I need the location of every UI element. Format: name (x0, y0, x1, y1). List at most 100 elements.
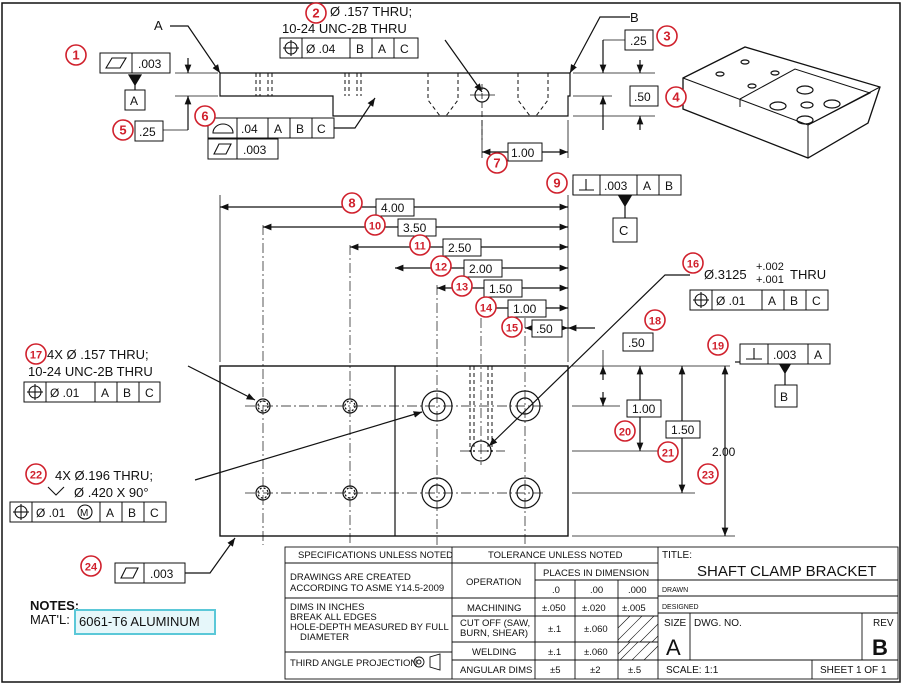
callout-16-tol: Ø .01 (716, 294, 746, 308)
sheet-label: SHEET 1 OF 1 (820, 665, 887, 676)
callout-9-ref-1: A (643, 179, 651, 193)
balloon-number: 22 (30, 470, 42, 482)
dim-13-value: 1.50 (489, 282, 513, 296)
dim-8-value: 4.00 (381, 201, 405, 215)
balloon-number: 12 (435, 262, 447, 274)
balloon-17 (25, 343, 47, 365)
callout-9-tol: .003 (604, 179, 628, 193)
top-view-profile (219, 72, 571, 140)
rev-value: B (872, 635, 888, 660)
balloon-number: 17 (30, 350, 42, 362)
balloon-number: 13 (456, 282, 468, 294)
dims-line-4: DIAMETER (300, 632, 349, 643)
callout-17-tol: Ø .01 (50, 386, 80, 400)
balloon-number: 19 (712, 341, 724, 353)
balloon-12 (430, 255, 452, 277)
row-machining-v1: ±.050 (542, 603, 566, 614)
callout-2-ref-1: B (356, 42, 364, 56)
balloon-number: 11 (414, 241, 426, 253)
balloon-14 (475, 296, 497, 318)
row-angular-v1: ±5 (550, 665, 561, 676)
callout-22-ref-3: C (150, 506, 159, 520)
balloon-number: 6 (201, 109, 208, 124)
row-angular-op: ANGULAR DIMS (460, 665, 532, 676)
balloon-2 (305, 2, 327, 24)
balloon-8 (341, 192, 363, 214)
callout-22-ref-2: B (128, 506, 136, 520)
dim-11-value: 2.50 (448, 241, 472, 255)
row-angular-v2: ±2 (590, 665, 601, 676)
callout-17-ref-2: B (123, 386, 131, 400)
balloon-16 (682, 252, 704, 274)
places-col-1: .0 (552, 585, 560, 596)
drawn-label: DRAWN (662, 587, 688, 594)
datum-label-b: B (630, 10, 639, 25)
callout-6-ref-2: B (296, 122, 304, 136)
callout-17-ref-1: A (101, 386, 109, 400)
callout-7-value: 1.00 (511, 146, 535, 160)
projection-label: THIRD ANGLE PROJECTION (290, 658, 417, 669)
balloon-10 (364, 214, 386, 236)
dim-15-value: .50 (536, 322, 553, 336)
balloon-21 (657, 441, 679, 463)
balloon-number: 3 (663, 29, 670, 44)
callout-19-datum: B (780, 390, 788, 404)
balloon-23 (697, 463, 719, 485)
callout-2-ref-3: C (400, 42, 409, 56)
rev-label: REV (873, 618, 894, 629)
row-welding-v1: ±.1 (548, 647, 561, 658)
balloon-number: 5 (119, 123, 126, 138)
places-header: PLACES IN DIMENSION (543, 568, 649, 579)
balloon-22 (25, 463, 47, 485)
dims-line-1: DIMS IN INCHES (290, 602, 364, 613)
balloon-number: 24 (85, 562, 98, 574)
callout-22-tol: Ø .01 (36, 506, 66, 520)
callout-5-value: .25 (139, 125, 156, 139)
balloon-24 (80, 555, 102, 577)
balloon-number: 7 (493, 156, 500, 171)
balloon-9 (546, 172, 568, 194)
callout-22-modifier: M (80, 508, 88, 519)
isometric-view (682, 46, 881, 159)
balloon-number: 14 (480, 303, 493, 315)
dims-line-3: HOLE-DEPTH MEASURED BY FULL (290, 622, 449, 633)
callout-16-ref-2: B (790, 294, 798, 308)
row-cutoff-op-2: BURN, SHEAR) (460, 628, 528, 639)
balloon-number: 16 (687, 259, 699, 271)
designed-label: DESIGNED (662, 604, 699, 611)
callout-20-value: 1.00 (632, 402, 656, 416)
row-welding-v2: ±.060 (584, 647, 608, 658)
title-label: TITLE: (662, 550, 692, 561)
callout-17-ref-3: C (145, 386, 154, 400)
notes-title: NOTES: (30, 598, 79, 613)
balloon-number: 18 (649, 316, 661, 328)
callout-9-ref-2: B (665, 179, 673, 193)
callout-16-plus: +.002 (756, 261, 784, 273)
callout-6-ref-1: A (274, 122, 282, 136)
dim-12-value: 2.00 (469, 262, 493, 276)
callout-16-diameter: Ø.3125 (704, 267, 747, 282)
balloon-number: 15 (506, 323, 518, 335)
row-angular-v3: ±.5 (628, 665, 641, 676)
spec-line-2: ACCORDING TO ASME Y14.5-2009 (290, 583, 444, 594)
dim-10-value: 3.50 (403, 221, 427, 235)
datum-label-a: A (154, 18, 163, 33)
balloon-7 (486, 152, 508, 174)
scale-label: SCALE: 1:1 (666, 665, 719, 676)
row-machining-v2: ±.020 (582, 603, 606, 614)
balloon-20 (614, 420, 636, 442)
balloon-number: 20 (619, 427, 631, 439)
dim-14-value: 1.00 (513, 302, 537, 316)
callout-16-thru: THRU (790, 267, 826, 282)
callout-1-value: .003 (138, 57, 162, 71)
callout-24-value: .003 (150, 567, 174, 581)
callout-22-ref-1: A (106, 506, 114, 520)
callout-18-value: .50 (628, 336, 645, 350)
balloon-number: 1 (72, 48, 79, 63)
row-machining-v3: ±.005 (622, 603, 646, 614)
balloon-number: 9 (553, 176, 560, 191)
callout-2-ref-2: A (378, 42, 386, 56)
places-col-3: .000 (628, 585, 647, 596)
title-block (284, 546, 899, 680)
